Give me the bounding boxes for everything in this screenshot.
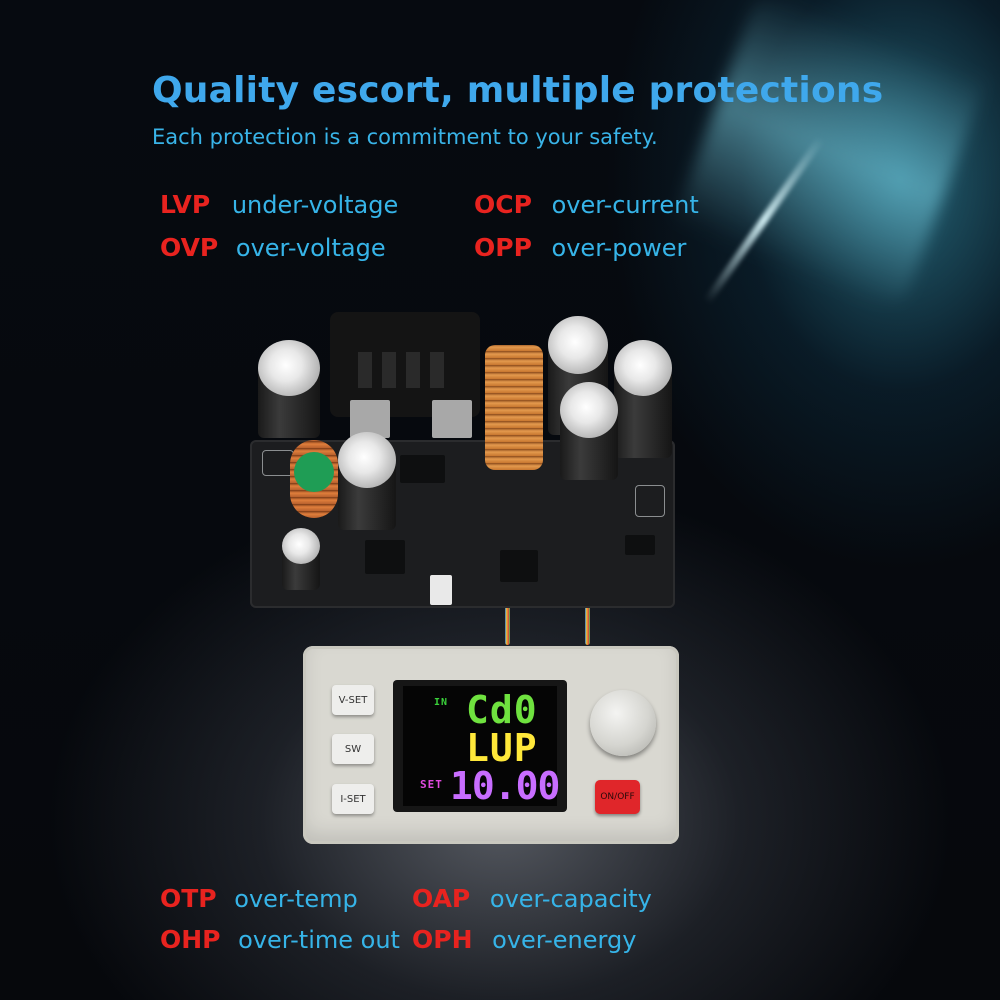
protection-oph: OPH over-energy xyxy=(412,925,636,954)
page-subtitle: Each protection is a commitment to your … xyxy=(152,125,658,149)
protection-oap: OAP over-capacity xyxy=(412,884,652,913)
protection-code: OPP xyxy=(474,233,532,262)
protection-lvp: LVP under-voltage xyxy=(160,190,398,219)
protection-desc: over-temp xyxy=(234,885,358,913)
capacitor xyxy=(560,382,618,438)
protection-opp: OPP over-power xyxy=(474,233,686,262)
i-set-button[interactable]: I-SET xyxy=(332,784,374,814)
protection-code: OVP xyxy=(160,233,219,262)
connector xyxy=(430,575,452,605)
screen-line-2: LUP xyxy=(466,726,538,770)
microcontroller-chip xyxy=(500,550,538,582)
protection-desc: over-current xyxy=(551,191,699,219)
protection-desc: under-voltage xyxy=(231,191,399,219)
protection-otp: OTP over-temp xyxy=(160,884,358,913)
protection-desc: over-time out xyxy=(238,926,400,954)
screen-in-label: IN xyxy=(434,697,449,708)
sw-button[interactable]: SW xyxy=(332,734,374,764)
inductor-coil xyxy=(485,345,543,470)
protection-code: OPH xyxy=(412,925,473,954)
protection-desc: over-power xyxy=(551,234,687,262)
on-off-button[interactable]: ON/OFF xyxy=(595,780,640,814)
v-set-button[interactable]: V-SET xyxy=(332,685,374,715)
protection-code: OTP xyxy=(160,884,217,913)
capacitor xyxy=(282,528,320,564)
protection-code: OCP xyxy=(474,190,532,219)
screen-line-1: Cd0 xyxy=(466,688,538,732)
heatsink xyxy=(330,312,480,417)
protection-code: OAP xyxy=(412,884,471,913)
protection-desc: over-capacity xyxy=(489,885,652,913)
protection-desc: over-energy xyxy=(492,926,637,954)
mosfet xyxy=(350,400,390,438)
protection-desc: over-voltage xyxy=(235,234,386,262)
capacitor xyxy=(258,340,320,396)
protection-ovp: OVP over-voltage xyxy=(160,233,386,262)
capacitor xyxy=(338,432,396,488)
connector xyxy=(625,535,655,555)
protection-ohp: OHP over-time out xyxy=(160,925,400,954)
capacitor xyxy=(548,316,608,374)
protection-ocp: OCP over-current xyxy=(474,190,699,219)
capacitor xyxy=(614,340,672,396)
page-title: Quality escort, multiple protections xyxy=(152,70,884,111)
mosfet xyxy=(432,400,472,438)
driver-chip xyxy=(400,455,445,483)
ribbon-cable xyxy=(505,590,510,645)
screen-line-3: 10.00 xyxy=(450,764,560,808)
display-screen xyxy=(403,686,557,806)
ribbon-cable xyxy=(585,590,590,645)
toroid-inductor xyxy=(290,440,338,518)
screen-set-label: SET xyxy=(420,778,443,791)
rotary-knob[interactable] xyxy=(590,690,656,756)
protection-code: OHP xyxy=(160,925,221,954)
protection-code: LVP xyxy=(160,190,211,219)
regulator-chip xyxy=(365,540,405,574)
